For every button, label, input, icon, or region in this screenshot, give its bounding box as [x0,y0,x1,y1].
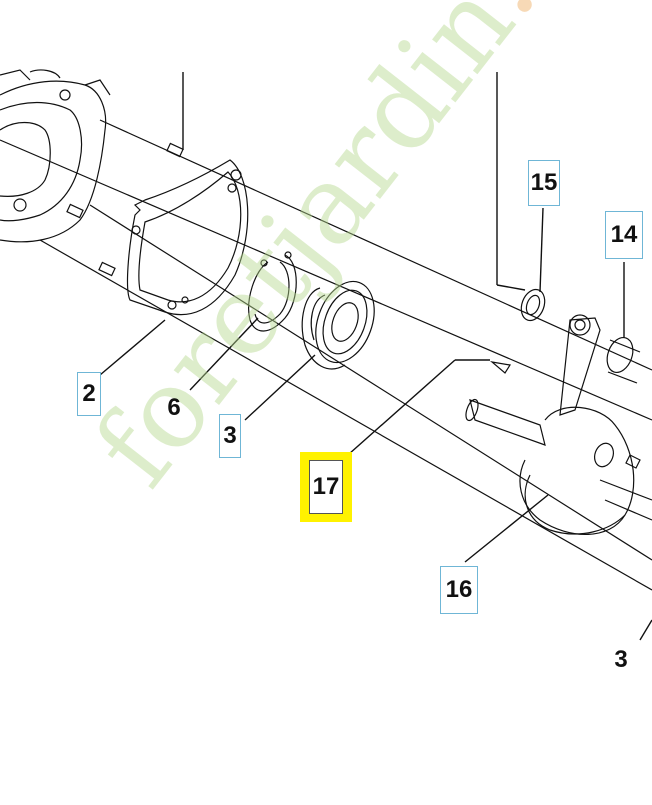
callout-2: 2 [77,372,101,416]
callout-3-lower-label: 3 [614,646,628,673]
seal-part [520,288,546,322]
crankcase-housing [0,69,111,243]
callout-16: 16 [440,566,478,614]
callout-2-label: 2 [82,380,96,407]
ball-bearing-part [301,280,375,370]
callout-14-label: 14 [610,221,638,248]
callout-3-lower: 3 [610,648,632,676]
axis-line-mid [89,204,652,561]
axis-line-top [0,139,652,421]
axis-line-bottom [39,239,652,591]
callout-14: 14 [605,211,643,259]
callout-17: 17 [300,452,352,522]
callout-15: 15 [528,160,560,206]
callout-6: 6 [163,396,185,424]
callout-17-label: 17 [309,460,343,514]
callout-15-label: 15 [530,169,558,196]
woodruff-key-part [489,361,511,374]
dowel-pins [66,142,184,277]
axis-line-upper [99,119,652,371]
gasket-part [126,159,249,316]
callout-6-label: 6 [167,394,181,421]
callout-3-bearing-label: 3 [223,422,237,449]
retaining-ring-part [248,251,297,332]
callout-3-bearing: 3 [219,414,241,458]
crankshaft-part [465,314,652,536]
leader-lines [99,72,652,641]
needle-bearing-part [606,336,641,384]
callout-16-label: 16 [445,576,473,603]
